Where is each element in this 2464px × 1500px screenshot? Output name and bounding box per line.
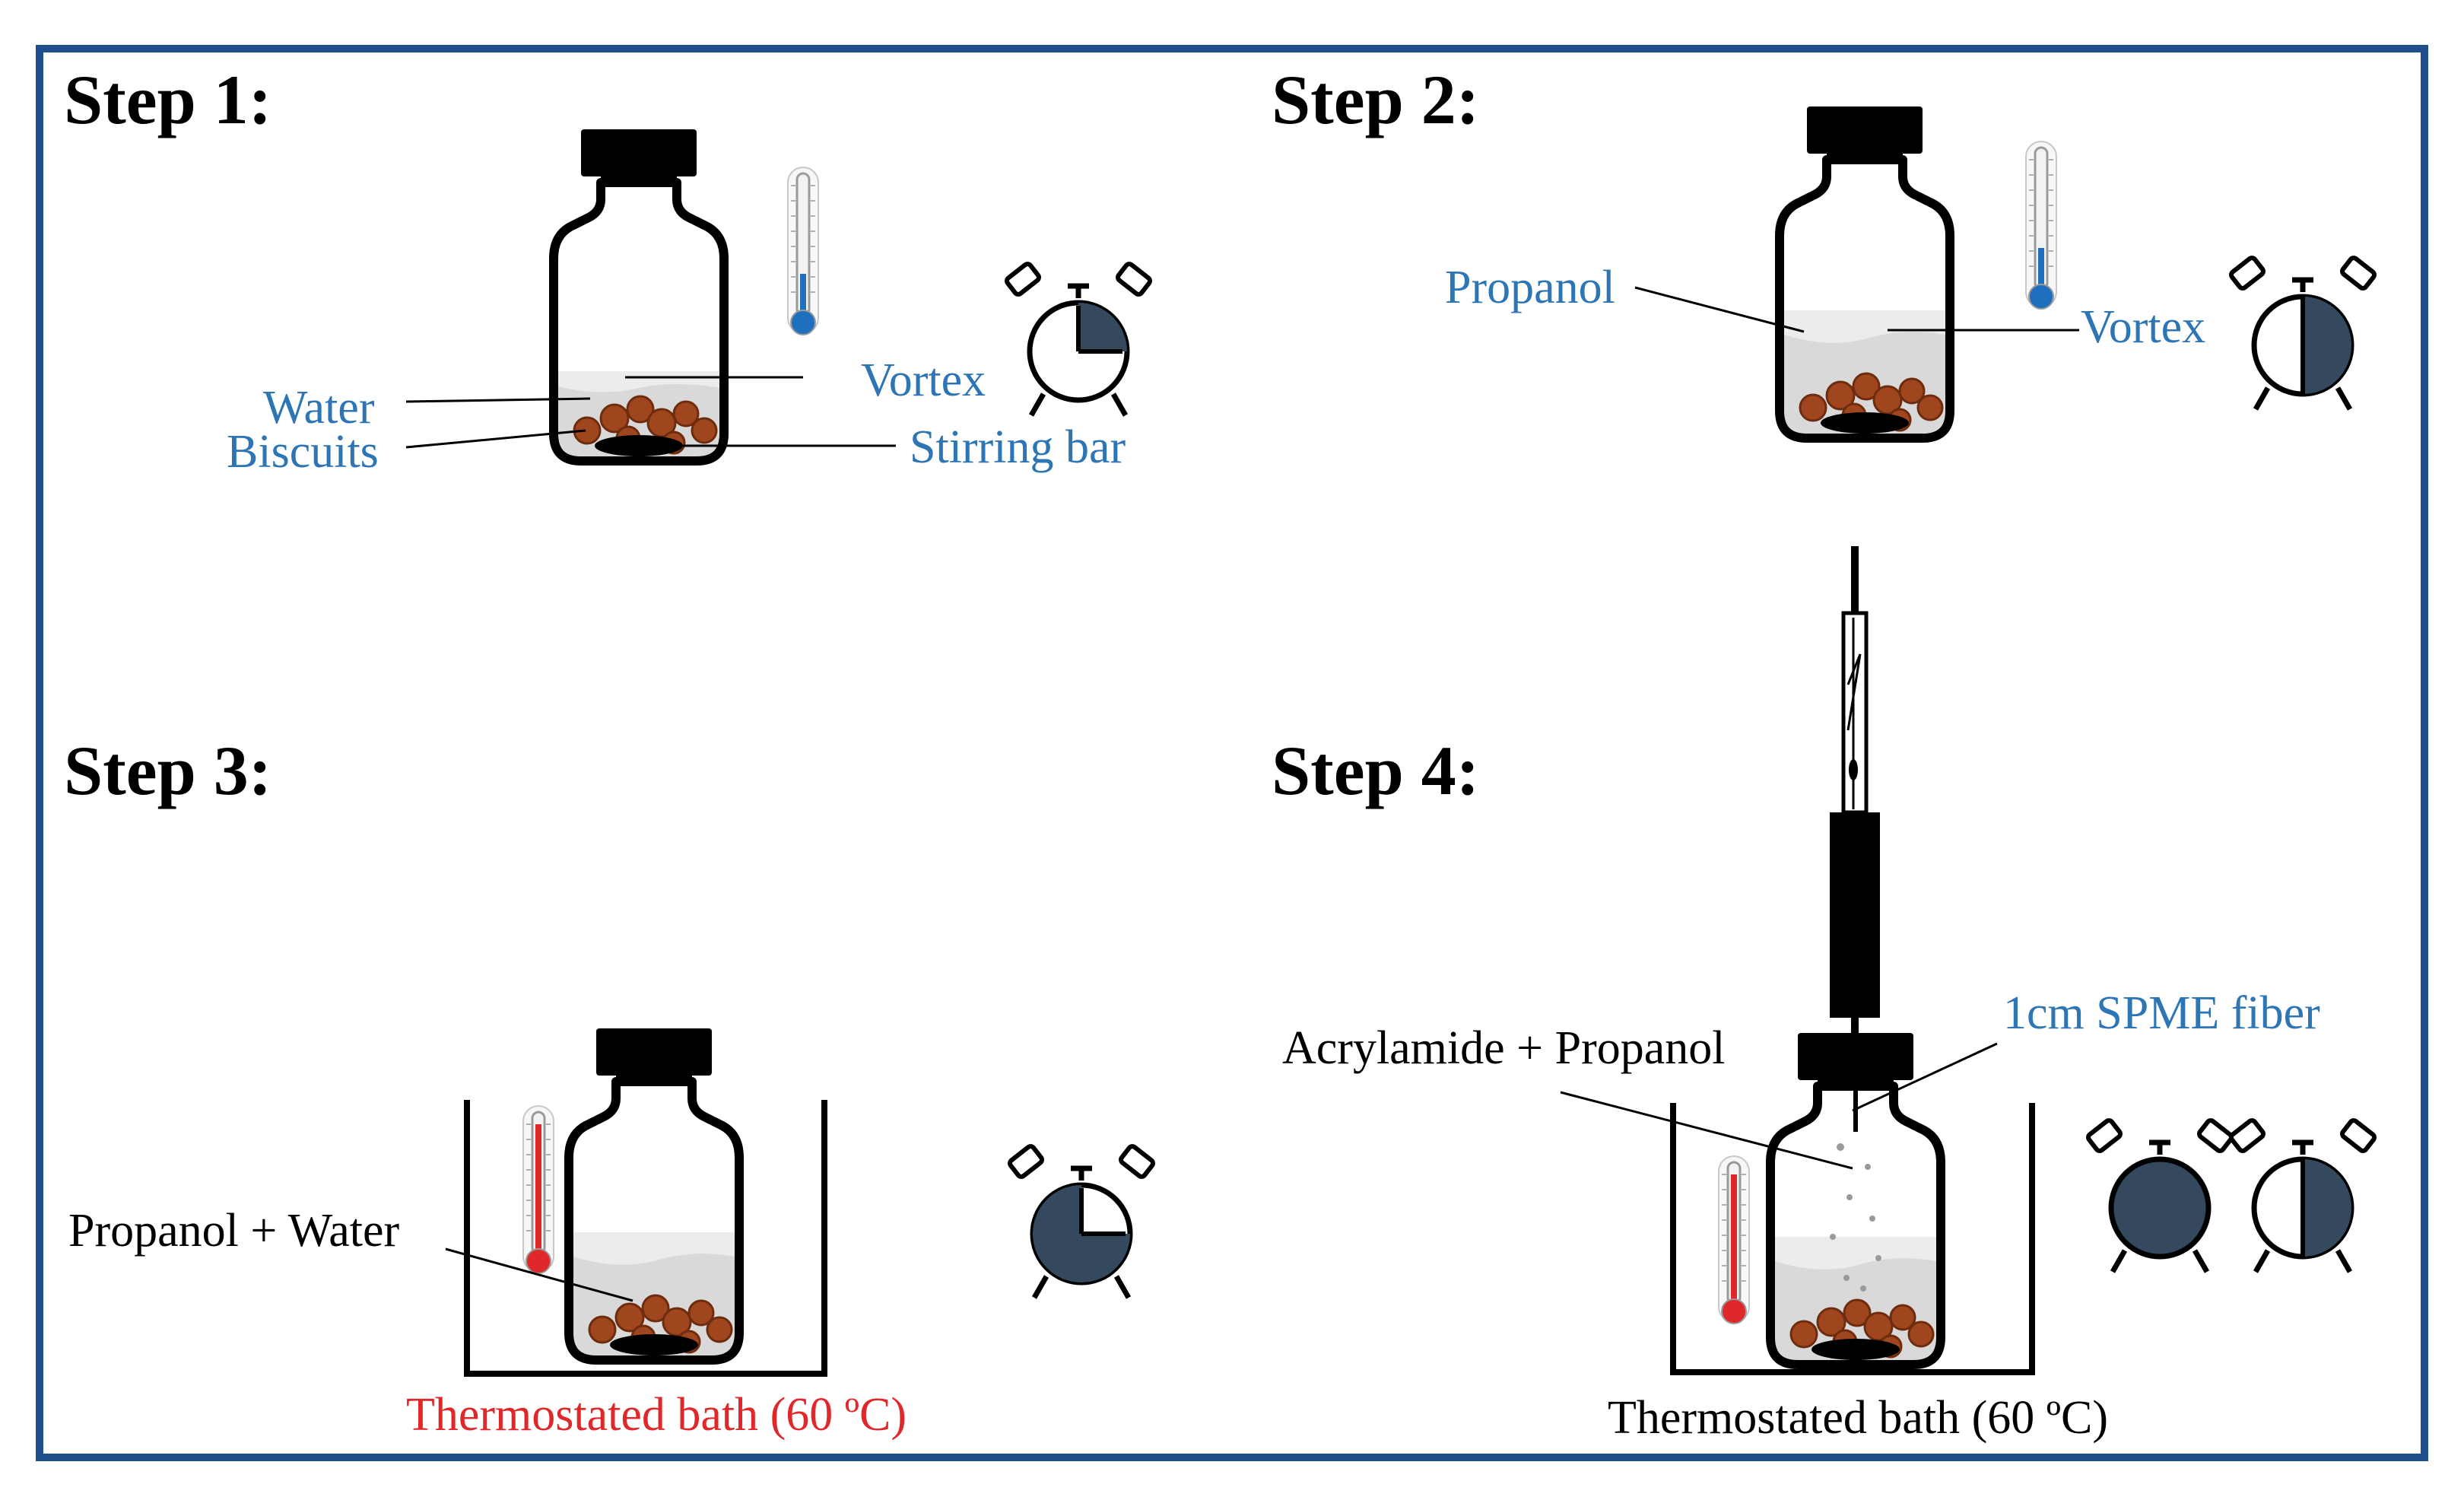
- acrylamide-propanol-label: Acrylamide + Propanol: [1282, 1022, 1726, 1074]
- step-4-panel: Acrylamide + Propanol 1cm SPME fiber The…: [1282, 546, 2376, 1444]
- alarm-clock-icon: [2087, 1119, 2233, 1272]
- alarm-clock-icon: [1005, 262, 1151, 415]
- step-3-jar: [569, 1028, 739, 1360]
- thermometer-icon: [1717, 1155, 1751, 1325]
- vortex-label: Vortex: [861, 354, 986, 406]
- bath-label-step-4: Thermostated bath (60 ºC): [1608, 1392, 2108, 1444]
- step-3-title: Step 3:: [64, 732, 271, 809]
- biscuits-label: Biscuits: [227, 426, 379, 478]
- alarm-clock-icon: [2230, 256, 2376, 409]
- water-label: Water: [263, 382, 375, 434]
- thermometer-icon: [2024, 140, 2058, 310]
- step-2-jar: [1780, 106, 1950, 438]
- spme-syringe-icon: [1830, 546, 1880, 1033]
- step-4-title: Step 4:: [1272, 732, 1479, 809]
- step-1-panel: Water Biscuits Vortex Stirring bar: [227, 129, 1151, 478]
- spme-fiber-label: 1cm SPME fiber: [2003, 987, 2320, 1039]
- alarm-clock-icon: [1008, 1145, 1154, 1298]
- propanol-water-label: Propanol + Water: [68, 1205, 400, 1257]
- step-1-jar: [554, 129, 724, 461]
- step-4-jar: [1770, 1033, 1941, 1365]
- thermometer-icon: [522, 1104, 555, 1275]
- step-2-title: Step 2:: [1272, 61, 1479, 138]
- step-1-title: Step 1:: [64, 61, 271, 138]
- outer-frame: [36, 45, 2428, 1461]
- thermometer-icon: [786, 166, 820, 336]
- alarm-clock-icon: [2230, 1119, 2376, 1272]
- propanol-label: Propanol: [1445, 262, 1615, 313]
- bath-label-step-3: Thermostated bath (60 ºC): [406, 1389, 907, 1441]
- step-3-panel: Propanol + Water Thermostated bath (60 º…: [68, 1028, 1154, 1441]
- stirring-bar-label: Stirring bar: [910, 421, 1126, 473]
- step-2-panel: Propanol Vortex: [1445, 106, 2376, 438]
- vortex-label-step-2: Vortex: [2081, 301, 2205, 353]
